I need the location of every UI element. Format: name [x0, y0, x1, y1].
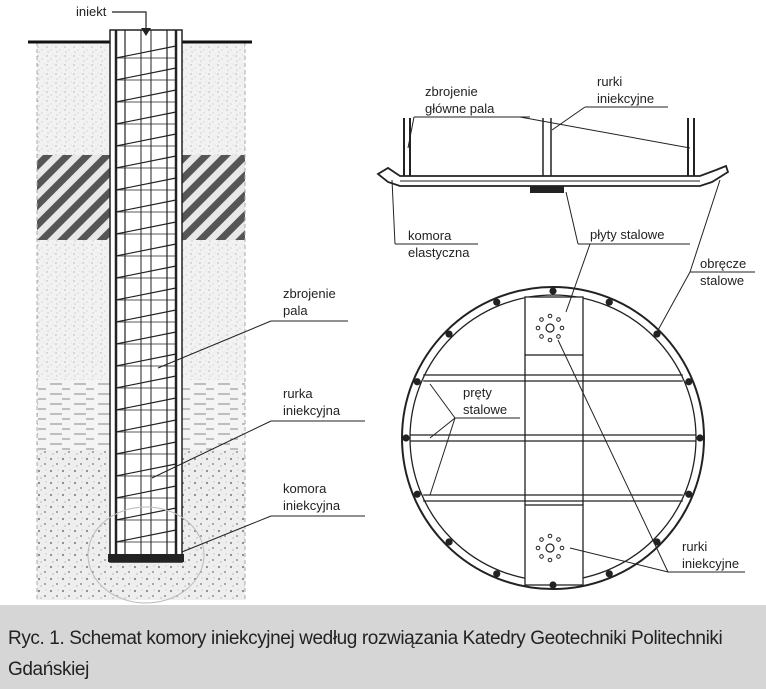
label-zbrojenie-pala-2: pala: [283, 303, 308, 318]
outlet-hole: [559, 325, 565, 331]
label-komora-ini-1: komora: [283, 481, 327, 496]
label-zbrojenie-pala-1: zbrojenie: [283, 286, 336, 301]
spiral-segment: [115, 133, 177, 147]
ring-rebar-dot: [605, 298, 613, 306]
label-rurki-bot-2: iniekcyjne: [682, 556, 739, 571]
spiral-segment: [115, 67, 177, 81]
spiral-segment: [115, 309, 177, 323]
ring-rebar-dot: [402, 434, 410, 442]
spiral-segment: [115, 45, 177, 59]
injection-tube-hole: [545, 323, 555, 333]
spiral-segment: [115, 287, 177, 301]
pile-body: [108, 29, 184, 563]
outlet-hole: [535, 325, 541, 331]
ring-rebar-dot: [605, 570, 613, 578]
right-labels: zbrojenie główne pala rurki iniekcyjne k…: [391, 74, 755, 573]
outlet-hole: [539, 554, 544, 559]
label-iniekt: iniekt: [76, 4, 107, 19]
ring-rebar-dot: [696, 434, 704, 442]
spiral-segment: [115, 353, 177, 367]
outlet-hole: [547, 533, 553, 539]
label-zbrojenie-glowne-2: główne pala: [425, 101, 495, 116]
spiral-segment: [115, 111, 177, 125]
outlet-hole: [556, 334, 561, 339]
outlet-hole: [547, 557, 553, 563]
label-komora-ini-2: iniekcyjna: [283, 498, 341, 513]
outlet-hole: [556, 554, 561, 559]
spiral-segment: [115, 221, 177, 235]
outlet-hole: [535, 545, 541, 551]
ring-rebar-dot: [653, 330, 661, 338]
pile-injection-chamber-diagram: iniekt zbrojenie pala rurka iniekcyjna k…: [28, 4, 755, 604]
ring-rebar-dot: [493, 570, 501, 578]
spiral-segment: [115, 463, 177, 477]
iniekt-arrowhead: [141, 28, 151, 36]
outlet-hole: [539, 334, 544, 339]
spiral-segment: [115, 243, 177, 257]
spiral-segment: [115, 397, 177, 411]
outlet-hole: [547, 313, 553, 319]
ring-rebar-dot: [549, 287, 557, 295]
outlet-hole: [556, 317, 561, 322]
label-obrecze-1: obręcze: [700, 256, 746, 271]
label-obrecze-2: stalowe: [700, 273, 744, 288]
label-rurki-top-1: rurki: [597, 74, 622, 89]
injection-tube-hole: [545, 543, 555, 553]
outlet-hole: [547, 337, 553, 343]
spiral-segment: [115, 177, 177, 191]
chamber-plan-view: [401, 286, 705, 590]
label-rurka-1: rurka: [283, 386, 313, 401]
outlet-hole: [539, 537, 544, 542]
outlet-hole: [559, 545, 565, 551]
label-komora-el-1: komora: [408, 228, 452, 243]
label-rurka-2: iniekcyjna: [283, 403, 341, 418]
iniekt-arrow: [112, 11, 147, 32]
label-komora-el-2: elastyczna: [408, 245, 470, 260]
spiral-segment: [115, 265, 177, 279]
ring-rebar-dot: [445, 330, 453, 338]
chamber-side-view: [376, 118, 730, 193]
ring-rebar-dot: [549, 581, 557, 589]
ring-rebar-dot: [685, 490, 693, 498]
outlet-hole: [539, 317, 544, 322]
spiral-segment: [115, 419, 177, 433]
injection-chamber-zone: [87, 506, 205, 604]
ring-rebar-dot: [413, 378, 421, 386]
label-rurki-top-2: iniekcyjne: [597, 91, 654, 106]
label-rurki-bot-1: rurki: [682, 539, 707, 554]
outlet-hole: [556, 537, 561, 542]
spiral-segment: [115, 375, 177, 389]
label-prety-2: stalowe: [463, 402, 507, 417]
label-plyty: płyty stalowe: [590, 227, 664, 242]
ring-rebar-dot: [445, 538, 453, 546]
label-prety-1: pręty: [463, 385, 492, 400]
label-zbrojenie-glowne-1: zbrojenie: [425, 84, 478, 99]
spiral-segment: [115, 331, 177, 345]
spiral-segment: [115, 529, 177, 543]
left-labels: zbrojenie pala rurka iniekcyjna komora i…: [151, 286, 365, 553]
ring-rebar-dot: [413, 490, 421, 498]
spiral-segment: [115, 89, 177, 103]
spiral-segment: [115, 441, 177, 455]
spiral-segment: [115, 199, 177, 213]
ring-rebar-dot: [685, 378, 693, 386]
spiral-segment: [115, 485, 177, 499]
spiral-segment: [115, 155, 177, 169]
figure-caption: Ryc. 1. Schemat komory iniekcyjnej wedłu…: [0, 605, 766, 689]
ring-rebar-dot: [493, 298, 501, 306]
